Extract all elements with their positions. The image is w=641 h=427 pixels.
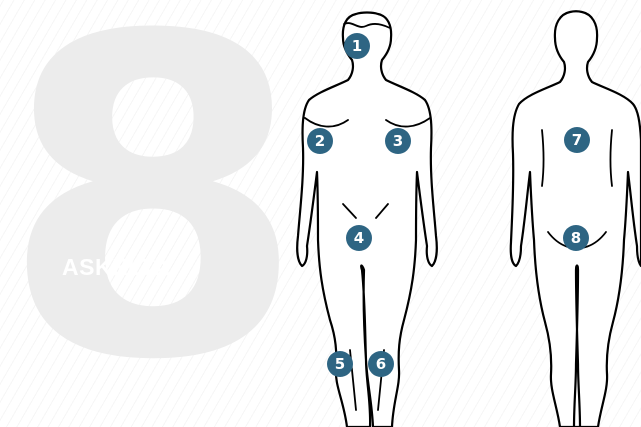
svg-text:6: 6 bbox=[376, 355, 386, 373]
badge-point-6[interactable]: 6 bbox=[368, 351, 394, 377]
badge-point-7[interactable]: 7 bbox=[564, 127, 590, 153]
svg-text:8: 8 bbox=[571, 229, 581, 247]
svg-text:7: 7 bbox=[572, 131, 582, 149]
badge-point-2[interactable]: 2 bbox=[307, 128, 333, 154]
front-body-figure bbox=[297, 13, 437, 427]
svg-text:1: 1 bbox=[352, 37, 362, 55]
badge-point-3[interactable]: 3 bbox=[385, 128, 411, 154]
badge-point-4[interactable]: 4 bbox=[346, 225, 372, 251]
svg-text:5: 5 bbox=[335, 355, 345, 373]
badge-point-8[interactable]: 8 bbox=[563, 225, 589, 251]
badge-point-1[interactable]: 1 bbox=[344, 33, 370, 59]
svg-text:2: 2 bbox=[315, 132, 325, 150]
svg-text:4: 4 bbox=[354, 229, 364, 247]
back-body-figure bbox=[511, 11, 641, 427]
svg-text:3: 3 bbox=[393, 132, 403, 150]
badge-point-5[interactable]: 5 bbox=[327, 351, 353, 377]
